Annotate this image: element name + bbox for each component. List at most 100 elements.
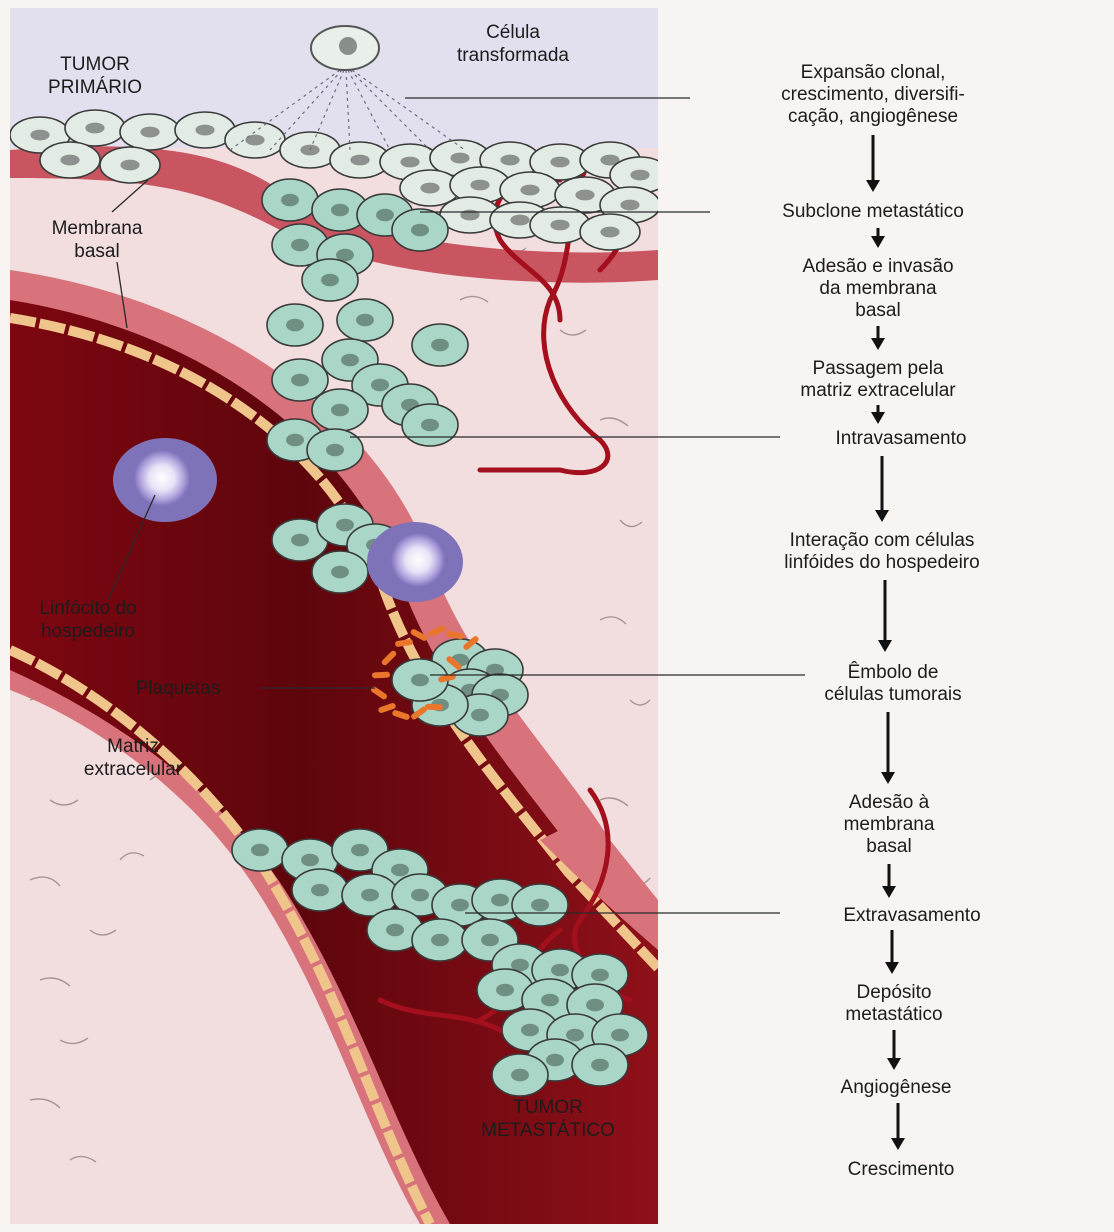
step-2: Subclone metastático <box>782 201 964 222</box>
lymphocyte-nucleus <box>391 533 445 587</box>
platelet <box>372 672 390 679</box>
tumor-cell-nucleus <box>331 204 349 217</box>
arrow-head <box>871 412 885 424</box>
tumor-cell-nucleus <box>351 844 369 857</box>
tumor-cell-nucleus <box>481 934 499 947</box>
tumor-cell-nucleus <box>291 534 309 547</box>
tumor-cell-nucleus <box>326 444 344 457</box>
label-celula-line2: transformada <box>457 45 569 66</box>
tumor-cell-nucleus <box>491 894 509 907</box>
tumor-cell-nucleus <box>331 404 349 417</box>
primary-tumor-cell-nucleus <box>120 160 139 171</box>
tumor-cell-nucleus <box>431 339 449 352</box>
tumor-cell-nucleus <box>611 1029 629 1042</box>
tumor-cell-nucleus <box>301 854 319 867</box>
tumor-cell-nucleus <box>566 1029 584 1042</box>
primary-tumor-cell-nucleus <box>600 227 619 238</box>
label-tumor-metastatico-line1: TUMOR <box>513 1097 583 1118</box>
tumor-cell-nucleus <box>451 899 469 912</box>
step-8-line1: Adesão à <box>849 792 930 813</box>
tumor-cell-nucleus <box>511 1069 529 1082</box>
tumor-cell-nucleus <box>591 1059 609 1072</box>
step-3: Adesão e invasão da membrana basal <box>802 256 953 321</box>
step-6-line1: Interação com células <box>790 530 975 551</box>
step-7: Êmbolo de células tumorais <box>824 661 961 705</box>
tumor-cell-nucleus <box>586 999 604 1012</box>
primary-tumor-cell-nucleus <box>460 210 479 221</box>
step-7-line1: Êmbolo de <box>848 661 939 683</box>
step-4-line2: matriz extracelular <box>800 380 956 401</box>
tumor-cell-nucleus <box>251 844 269 857</box>
primary-tumor-cell-nucleus <box>550 220 569 231</box>
step-8-line3: basal <box>866 836 911 857</box>
arrow-head <box>871 236 885 248</box>
primary-tumor-cell-nucleus <box>420 183 439 194</box>
step-6-line2: linfóides do hospedeiro <box>784 552 979 573</box>
step-1-line1: Expansão clonal, <box>801 62 946 83</box>
primary-tumor-cell-nucleus <box>450 153 469 164</box>
label-linfocito-line2: hospedeiro <box>41 621 135 642</box>
arrow-head <box>891 1138 905 1150</box>
arrow-head <box>881 772 895 784</box>
arrow-head <box>882 886 896 898</box>
tumor-cell-nucleus <box>471 709 489 722</box>
tumor-cell-nucleus <box>341 354 359 367</box>
primary-tumor-cell-nucleus <box>550 157 569 168</box>
tumor-cell-nucleus <box>361 889 379 902</box>
step-7-line2: células tumorais <box>824 684 961 705</box>
step-10-line2: metastático <box>845 1004 942 1025</box>
label-plaquetas: Plaquetas <box>136 678 221 699</box>
primary-tumor-cell-nucleus <box>630 170 649 181</box>
tumor-cell-nucleus <box>356 314 374 327</box>
step-10: Depósito metastático <box>845 982 942 1025</box>
tumor-cell-nucleus <box>286 319 304 332</box>
tumor-cell-nucleus <box>546 1054 564 1067</box>
label-matriz-line1: Matriz <box>107 736 159 757</box>
label-linfocito-line1: Linfócito do <box>39 598 136 619</box>
primary-tumor-cell-nucleus <box>400 157 419 168</box>
step-9: Extravasamento <box>843 905 980 926</box>
primary-tumor-cell-nucleus <box>520 185 539 196</box>
arrow-head <box>875 510 889 522</box>
label-tumor-primario-line1: TUMOR <box>60 54 130 75</box>
step-4: Passagem pela matriz extracelular <box>800 358 956 401</box>
tumor-cell-nucleus <box>411 224 429 237</box>
tumor-cell-nucleus <box>531 899 549 912</box>
tumor-cell-nucleus <box>291 374 309 387</box>
label-tumor-primario-line2: PRIMÁRIO <box>48 77 142 98</box>
tumor-cell-nucleus <box>541 994 559 1007</box>
tumor-cell-nucleus <box>386 924 404 937</box>
step-6: Interação com células linfóides do hospe… <box>784 530 979 573</box>
tumor-cell-nucleus <box>321 274 339 287</box>
tumor-cell-nucleus <box>496 984 514 997</box>
tumor-cell-nucleus <box>376 209 394 222</box>
label-tumor-metastatico-line2: METASTÁTICO <box>481 1120 615 1141</box>
primary-tumor-cell-nucleus <box>575 190 594 201</box>
step-3-line2: da membrana <box>819 278 937 299</box>
label-membrana-line1: Membrana <box>52 218 143 239</box>
tumor-cell-nucleus <box>311 884 329 897</box>
tumor-cell-nucleus <box>281 194 299 207</box>
primary-tumor-cell-nucleus <box>510 215 529 226</box>
step-8-line2: membrana <box>844 814 935 835</box>
primary-tumor-cell-nucleus <box>60 155 79 166</box>
primary-tumor-cell-nucleus <box>85 123 104 134</box>
tumor-cell-nucleus <box>291 239 309 252</box>
primary-tumor-cell-nucleus <box>500 155 519 166</box>
tumor-cell-nucleus <box>331 566 349 579</box>
primary-tumor-cell-nucleus <box>30 130 49 141</box>
step-12: Crescimento <box>848 1159 955 1180</box>
platelet <box>425 704 443 711</box>
tumor-cell-nucleus <box>391 864 409 877</box>
label-membrana-line2: basal <box>74 241 119 262</box>
arrow-head <box>871 338 885 350</box>
arrow-head <box>885 962 899 974</box>
step-1-line3: cação, angiogênese <box>788 106 958 127</box>
step-10-line1: Depósito <box>857 982 932 1003</box>
tumor-cell-nucleus <box>431 934 449 947</box>
tumor-cell-nucleus <box>371 379 389 392</box>
step-3-line1: Adesão e invasão <box>802 256 953 277</box>
arrow-head <box>866 180 880 192</box>
arrow-head <box>887 1058 901 1070</box>
label-matriz-line2: extracelular <box>84 759 183 780</box>
